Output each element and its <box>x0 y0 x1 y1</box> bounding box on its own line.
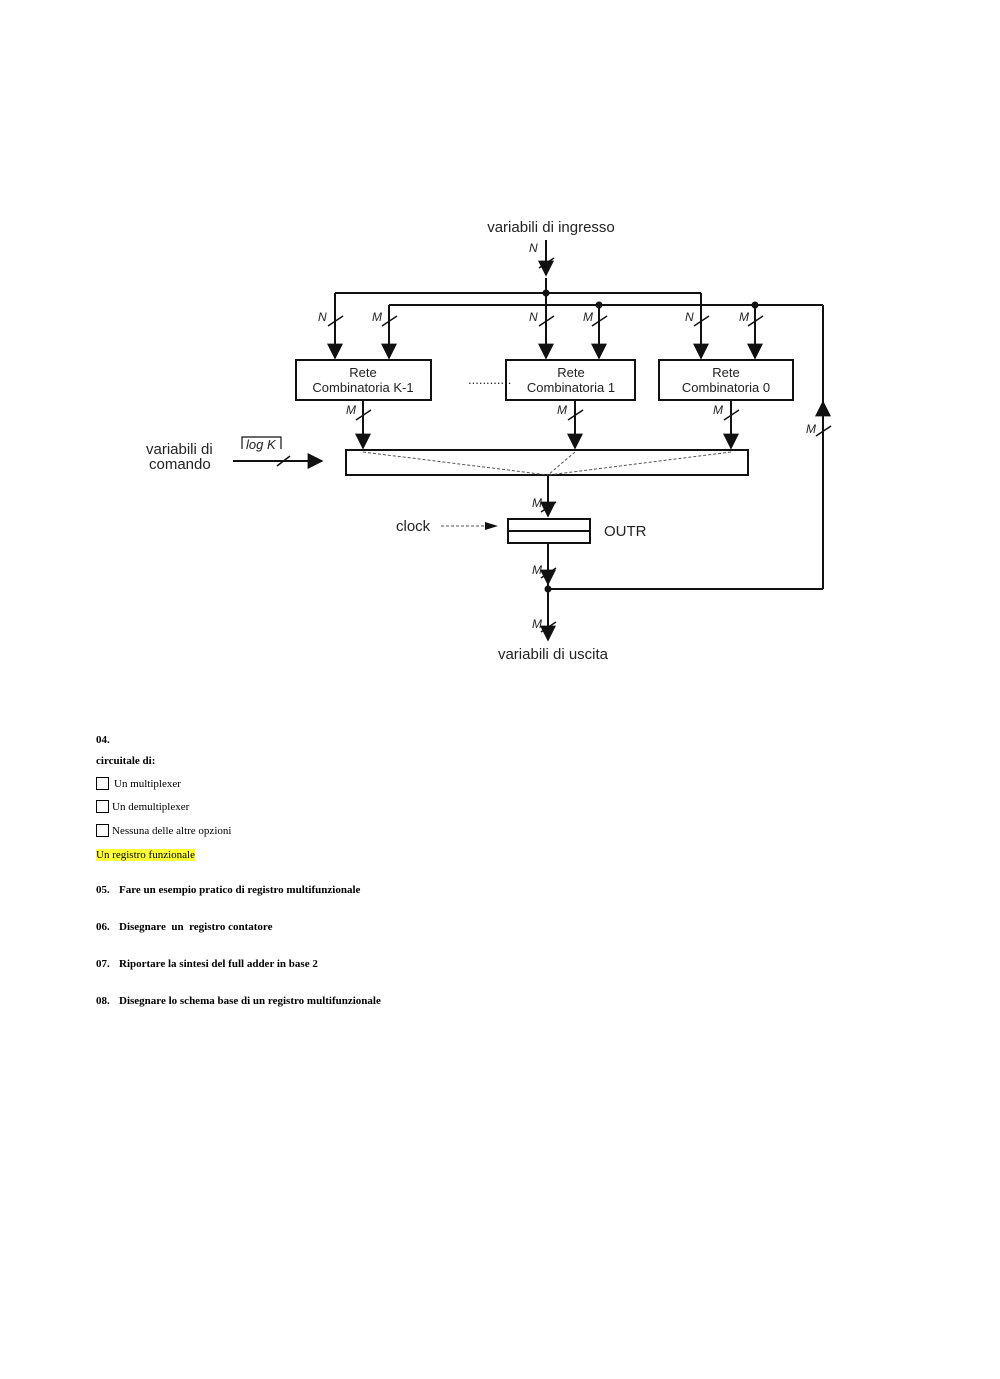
bus-label-m: M <box>557 403 567 417</box>
question-item-06: 06. Disegnare un registro contatore <box>96 921 272 933</box>
bus-label-m: M <box>372 310 382 324</box>
functional-register-diagram: variabili di ingresso variabili di uscit… <box>146 219 832 663</box>
option-none[interactable]: Nessuna delle altre opzioni <box>96 824 231 837</box>
question-number: 04. <box>96 734 110 746</box>
item-number: 05. <box>96 884 110 896</box>
option-label: Un multiplexer <box>114 777 181 790</box>
question-item-05: 05. Fare un esempio pratico di registro m… <box>96 884 360 896</box>
checkbox-icon[interactable] <box>96 777 109 790</box>
bus-label-m: M <box>739 310 749 324</box>
log-k-label: log K <box>246 437 277 452</box>
bus-label-n: N <box>529 241 538 255</box>
item-text: Disegnare lo schema base di un registro … <box>119 995 381 1007</box>
clock-label: clock <box>396 518 431 535</box>
bus-label-m: M <box>346 403 356 417</box>
block-1-line1: Rete <box>557 365 584 380</box>
bus-label-n: N <box>685 310 694 324</box>
checkbox-icon[interactable] <box>96 824 109 837</box>
question-item-07: 07. Riportare la sintesi del full adder i… <box>96 958 318 970</box>
option-label: Nessuna delle altre opzioni <box>112 824 232 837</box>
question-item-08: 08. Disegnare lo schema base di un regist… <box>96 995 381 1007</box>
bus-label-n: N <box>318 310 327 324</box>
input-label: variabili di ingresso <box>487 219 615 236</box>
block-k-1-line2: Combinatoria K-1 <box>312 380 413 395</box>
item-text: Riportare la sintesi del full adder in b… <box>119 958 318 970</box>
item-text: Fare un esempio pratico di registro mult… <box>119 884 361 896</box>
bus-label-m: M <box>713 403 723 417</box>
highlighted-answer: Un registro funzionale <box>96 849 195 861</box>
block-1-line2: Combinatoria 1 <box>527 380 615 395</box>
output-label: variabili di uscita <box>498 646 609 663</box>
block-0-line1: Rete <box>712 365 739 380</box>
bus-label-n: N <box>529 310 538 324</box>
block-rete-1 <box>505 359 636 401</box>
option-registro-funzionale[interactable]: Un registro funzionale <box>96 849 195 861</box>
ellipsis-dots: ............ <box>468 372 511 387</box>
item-number: 06. <box>96 921 110 933</box>
item-number: 08. <box>96 995 110 1007</box>
bus-label-m: M <box>583 310 593 324</box>
checkbox-icon[interactable] <box>96 800 109 813</box>
bus-label-m: M <box>806 422 816 436</box>
question-text: circuitale di: <box>96 755 156 767</box>
block-rete-0 <box>658 359 794 401</box>
bus-label-m: M <box>532 563 542 577</box>
block-0-line2: Combinatoria 0 <box>682 380 770 395</box>
command-label-line1: variabili di <box>146 441 213 458</box>
register-label: OUTR <box>604 523 647 540</box>
block-k-1-line1: Rete <box>349 365 376 380</box>
option-demultiplexer[interactable]: Un demultiplexer <box>96 800 189 813</box>
bus-label-m: M <box>532 617 542 631</box>
item-text: Disegnare un registro contatore <box>119 921 273 933</box>
command-label-line2: comando <box>149 456 211 473</box>
option-label: Un demultiplexer <box>112 800 190 813</box>
option-multiplexer[interactable]: Un multiplexer <box>96 777 181 790</box>
item-number: 07. <box>96 958 110 970</box>
bus-label-m: M <box>532 496 542 510</box>
multiplexer-box <box>345 449 749 476</box>
